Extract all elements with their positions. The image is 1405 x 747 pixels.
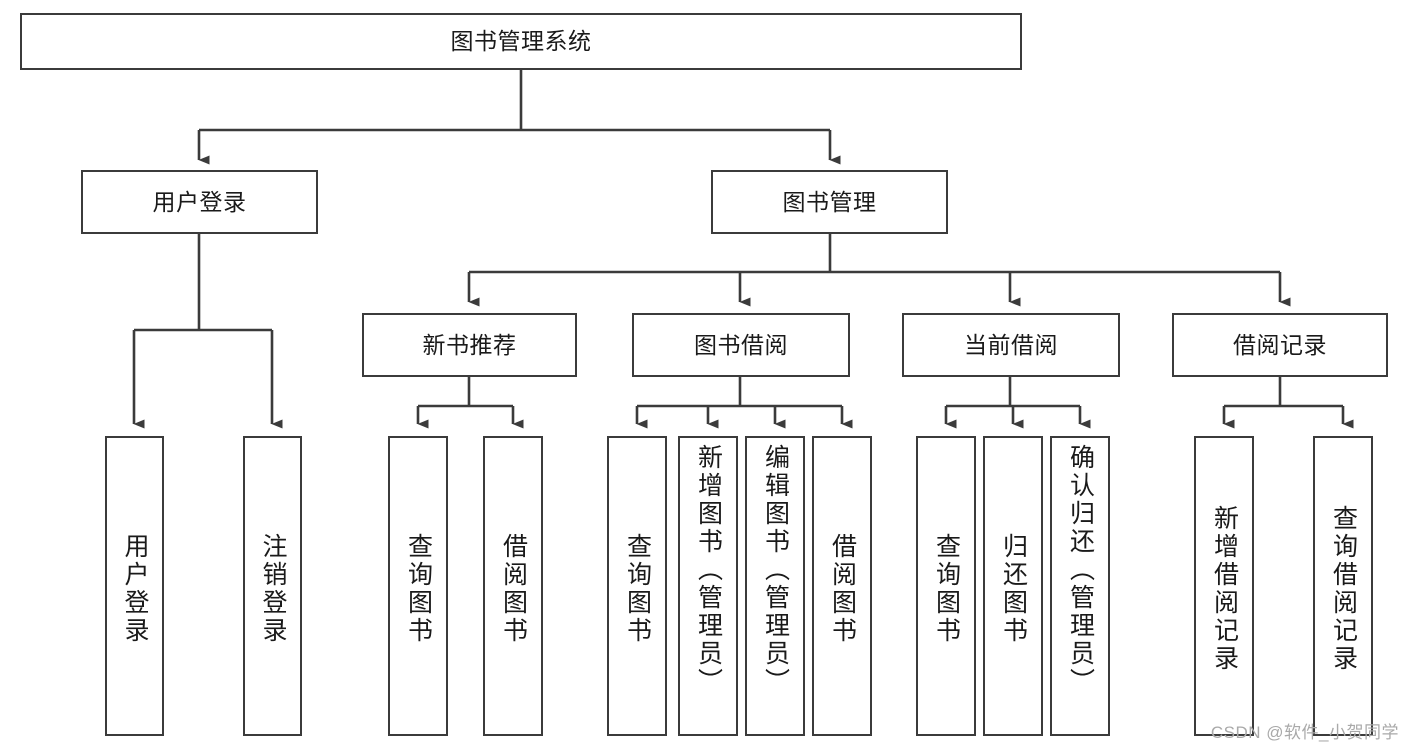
node-new-book-recommend[interactable]: 新书推荐	[362, 313, 577, 377]
node-label: 查询图书	[404, 533, 433, 645]
node-borrow-record[interactable]: 借阅记录	[1172, 313, 1388, 377]
node-label: 编辑图书（管理员）	[761, 444, 790, 696]
node-label: 查询图书	[623, 533, 652, 645]
node-label: 借阅图书	[828, 533, 857, 645]
leaf-current-borrow-return-book[interactable]: 归还图书	[983, 436, 1043, 736]
leaf-current-borrow-query-book[interactable]: 查询图书	[916, 436, 976, 736]
node-label: 查询借阅记录	[1329, 505, 1358, 673]
leaf-user-login-logout[interactable]: 注销登录	[243, 436, 302, 736]
node-label: 新增借阅记录	[1210, 505, 1239, 673]
node-label: 新书推荐	[422, 331, 517, 358]
leaf-book-borrow-edit-book-admin[interactable]: 编辑图书（管理员）	[745, 436, 805, 736]
leaf-borrow-record-add-record[interactable]: 新增借阅记录	[1194, 436, 1254, 736]
node-book-borrow[interactable]: 图书借阅	[632, 313, 850, 377]
node-label: 当前借阅	[964, 331, 1058, 358]
node-label: 借阅图书	[499, 533, 528, 645]
node-current-borrow[interactable]: 当前借阅	[902, 313, 1120, 377]
leaf-book-borrow-borrow-book[interactable]: 借阅图书	[812, 436, 872, 736]
node-label: 确认归还（管理员）	[1066, 444, 1095, 696]
node-label: 注销登录	[259, 533, 287, 645]
node-label: 归还图书	[999, 533, 1028, 645]
node-label: 图书管理系统	[450, 28, 592, 55]
node-label: 借阅记录	[1233, 331, 1327, 358]
node-label: 用户登录	[121, 533, 149, 645]
node-label: 用户登录	[152, 188, 247, 215]
leaf-borrow-record-query-record[interactable]: 查询借阅记录	[1313, 436, 1373, 736]
leaf-current-borrow-confirm-return-admin[interactable]: 确认归还（管理员）	[1050, 436, 1110, 736]
node-label: 查询图书	[932, 533, 961, 645]
node-book-management[interactable]: 图书管理	[711, 170, 948, 234]
leaf-book-borrow-query-book[interactable]: 查询图书	[607, 436, 667, 736]
node-root-book-management-system[interactable]: 图书管理系统	[20, 13, 1022, 70]
node-user-login[interactable]: 用户登录	[81, 170, 318, 234]
node-label: 图书借阅	[694, 331, 788, 358]
leaf-book-borrow-add-book-admin[interactable]: 新增图书（管理员）	[678, 436, 738, 736]
node-label: 图书管理	[782, 188, 877, 215]
leaf-new-book-borrow-book[interactable]: 借阅图书	[483, 436, 543, 736]
node-label: 新增图书（管理员）	[694, 444, 723, 696]
leaf-user-login-login[interactable]: 用户登录	[105, 436, 164, 736]
leaf-new-book-query-book[interactable]: 查询图书	[388, 436, 448, 736]
